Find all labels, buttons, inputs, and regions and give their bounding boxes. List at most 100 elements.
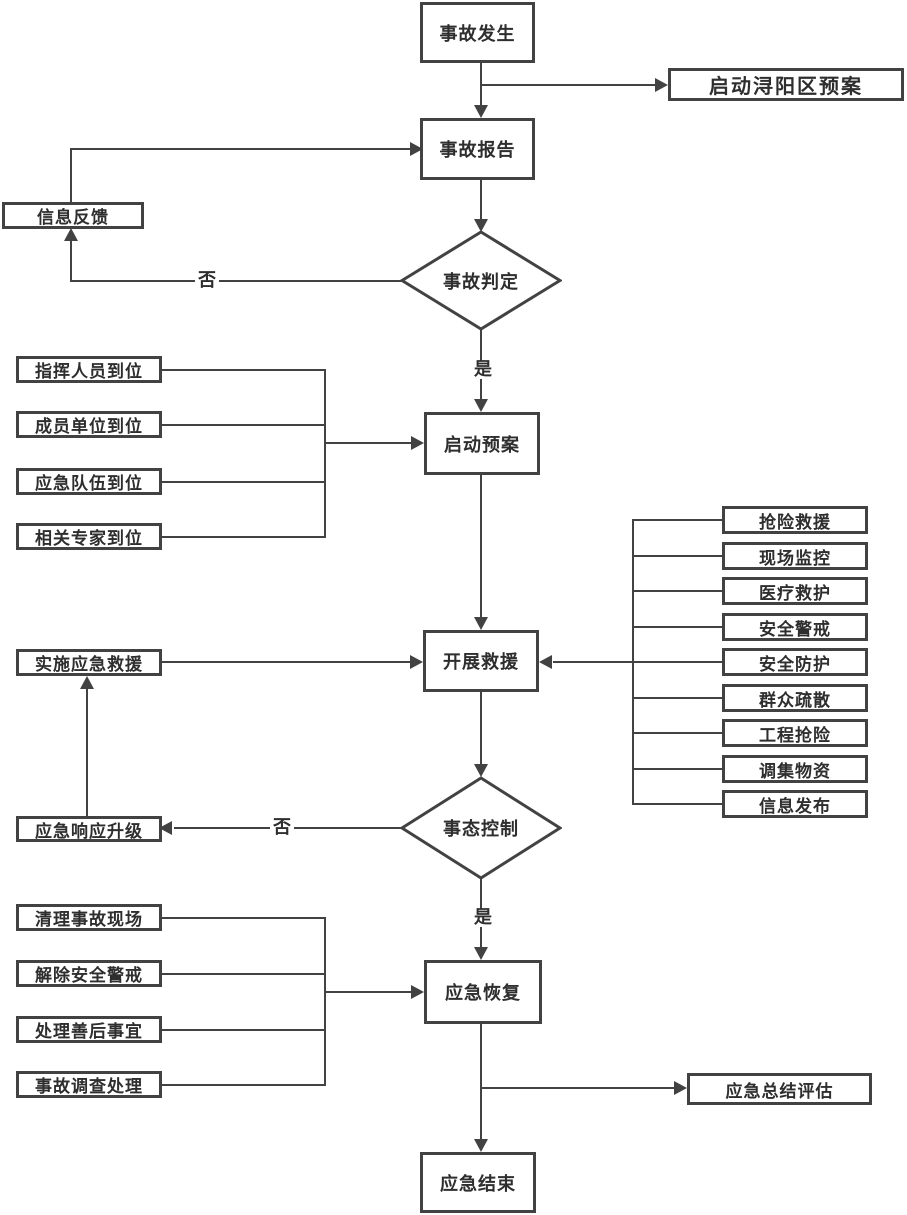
connector-line — [162, 369, 325, 371]
rescue-task-item: 工程抢险 — [722, 719, 868, 747]
arrowhead — [674, 1081, 687, 1095]
node-start-plan: 启动预案 — [424, 412, 540, 475]
preparation-item: 成员单位到位 — [16, 411, 162, 438]
node-label: 清理事故现场 — [35, 910, 143, 930]
connector-line — [162, 661, 410, 663]
arrowhead — [411, 985, 424, 999]
connector-line — [162, 1029, 325, 1031]
node-emergency-end: 应急结束 — [420, 1152, 536, 1213]
recovery-item: 事故调查处理 — [16, 1071, 162, 1098]
branch-label-yes-judgment: 是 — [471, 361, 495, 379]
connector-line — [632, 626, 722, 628]
node-label: 事故调查处理 — [35, 1077, 143, 1097]
arrowhead — [539, 655, 552, 669]
arrowhead — [474, 219, 488, 232]
connector-line — [86, 689, 88, 816]
preparation-item: 指挥人员到位 — [16, 356, 162, 383]
connector-line — [324, 917, 326, 1086]
node-label: 成员单位到位 — [35, 417, 143, 437]
rescue-task-item: 群众疏散 — [722, 684, 868, 712]
node-implement-rescue: 实施应急救援 — [16, 649, 162, 676]
node-label: 应急结束 — [440, 1173, 516, 1195]
node-label: 群众疏散 — [759, 690, 831, 711]
arrowhead — [64, 228, 78, 241]
connector-line — [632, 555, 722, 557]
connector-line — [162, 917, 325, 919]
branch-label-no-control: 否 — [270, 819, 294, 837]
node-label: 事故判定 — [443, 271, 519, 293]
rescue-task-item: 安全防护 — [722, 648, 868, 676]
preparation-item: 相关专家到位 — [16, 523, 162, 550]
connector-line — [632, 519, 722, 521]
connector-line — [70, 280, 402, 282]
arrowhead — [159, 821, 172, 835]
node-label: 启动预案 — [444, 434, 520, 456]
connector-line — [632, 697, 722, 699]
node-label: 现场监控 — [759, 548, 831, 569]
node-label: 工程抢险 — [759, 725, 831, 746]
arrowhead — [411, 436, 424, 450]
recovery-item: 清理事故现场 — [16, 904, 162, 931]
connector-line — [324, 442, 411, 444]
decision-accident-judgment: 事故判定 — [400, 230, 562, 331]
connector-line — [632, 768, 722, 770]
arrowhead — [655, 78, 668, 92]
arrowhead — [474, 947, 488, 960]
node-label: 应急恢复 — [445, 983, 521, 1004]
diamond-shape — [400, 776, 562, 880]
connector-line — [162, 1084, 325, 1086]
arrowhead — [410, 655, 423, 669]
connector-line — [71, 148, 411, 150]
node-label: 事故发生 — [439, 23, 516, 45]
node-label: 信息反馈 — [37, 208, 109, 228]
connector-line — [553, 661, 722, 663]
rescue-task-item: 医疗救护 — [722, 577, 868, 605]
node-label: 信息发布 — [759, 796, 831, 817]
branch-label-no-judgment: 否 — [195, 272, 219, 290]
node-label: 应急响应升级 — [35, 821, 143, 842]
arrowhead — [474, 399, 488, 412]
arrowhead — [474, 105, 488, 118]
node-emergency-recovery: 应急恢复 — [424, 960, 542, 1024]
node-carry-out-rescue: 开展救援 — [423, 630, 539, 692]
connector-line — [162, 424, 325, 426]
node-label: 解除安全警戒 — [35, 966, 143, 986]
connector-line — [480, 692, 482, 766]
preparation-item: 应急队伍到位 — [16, 468, 162, 495]
node-accident-report: 事故报告 — [420, 118, 535, 180]
node-label: 事故报告 — [439, 140, 516, 161]
connector-line — [480, 1024, 482, 1141]
rescue-task-item: 现场监控 — [722, 542, 868, 570]
connector-line — [324, 369, 326, 538]
node-label: 应急队伍到位 — [35, 474, 143, 494]
connector-line — [70, 148, 72, 204]
diamond-shape — [400, 230, 562, 331]
node-label: 启动浔阳区预案 — [709, 74, 863, 98]
node-label: 应急总结评估 — [725, 1081, 834, 1102]
arrowhead — [474, 1139, 488, 1152]
node-label: 指挥人员到位 — [35, 362, 143, 382]
connector-line — [162, 481, 325, 483]
node-label: 实施应急救援 — [35, 655, 143, 675]
connector-line — [632, 803, 722, 805]
node-accident-occur: 事故发生 — [420, 2, 535, 63]
rescue-task-item: 信息发布 — [722, 790, 868, 818]
node-label: 抢险救援 — [759, 512, 831, 533]
connector-line — [70, 241, 72, 282]
branch-label-yes-control: 是 — [471, 909, 495, 927]
decision-situation-control: 事态控制 — [400, 776, 562, 880]
node-response-upgrade: 应急响应升级 — [16, 816, 162, 842]
rescue-task-item: 安全警戒 — [722, 613, 868, 641]
recovery-item: 处理善后事宜 — [16, 1016, 162, 1043]
connector-line — [162, 973, 325, 975]
connector-line — [324, 991, 411, 993]
node-summary-evaluation: 应急总结评估 — [687, 1073, 872, 1105]
node-label: 安全防护 — [759, 654, 831, 675]
arrowhead — [80, 676, 94, 689]
node-start-district-plan: 启动浔阳区预案 — [668, 68, 904, 101]
node-label: 调集物资 — [759, 761, 831, 782]
node-label: 医疗救护 — [759, 583, 831, 604]
node-info-feedback: 信息反馈 — [2, 202, 144, 229]
node-label: 相关专家到位 — [35, 529, 143, 549]
